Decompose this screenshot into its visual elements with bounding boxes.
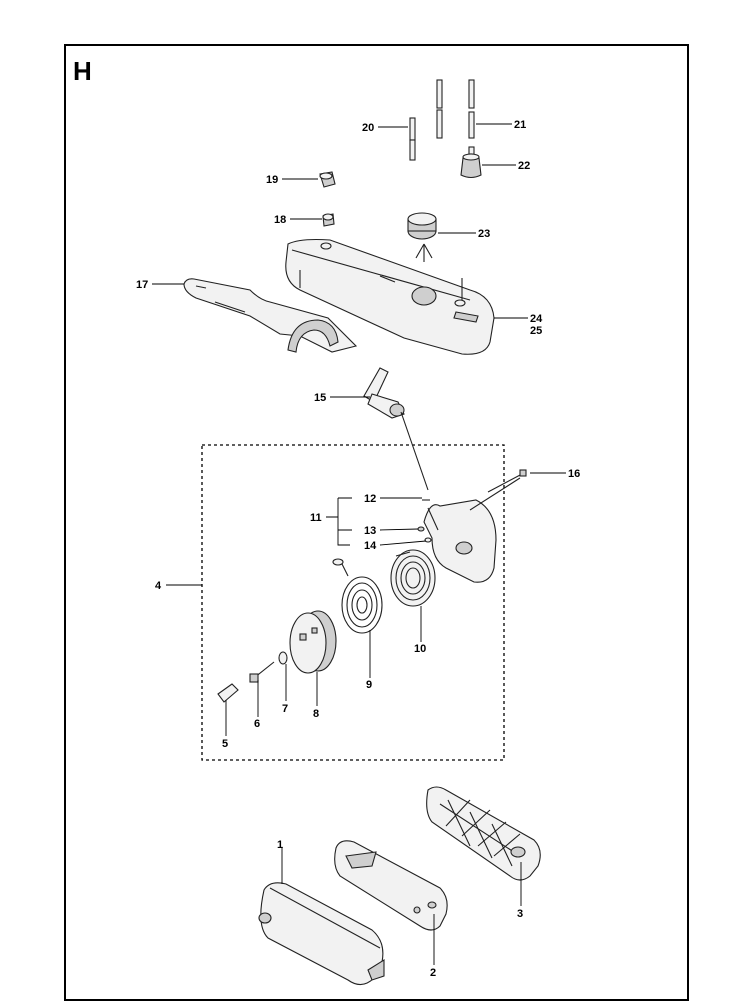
section-letter: H (73, 56, 92, 86)
label-13: 13 (364, 525, 376, 537)
part-9-spring (332, 558, 383, 634)
part-13-bushing (417, 526, 425, 532)
part-1-filter-cover (258, 882, 421, 986)
label-16: 16 (568, 468, 580, 480)
label-25: 25 (530, 325, 542, 337)
part-14-nut (424, 537, 432, 543)
label-24: 24 (530, 313, 543, 325)
label-15: 15 (314, 392, 326, 404)
label-4: 4 (155, 580, 162, 592)
part-22-fuel-filter (460, 146, 482, 179)
part-2-filter-element (334, 840, 448, 931)
label-17: 17 (136, 279, 148, 291)
label-2: 2 (430, 967, 436, 979)
diagram-frame (64, 44, 689, 1001)
starter-housing (423, 477, 521, 583)
label-8: 8 (313, 708, 319, 720)
leader-lines (152, 123, 566, 965)
part-15-starter-handle (363, 367, 429, 491)
label-12: 12 (364, 493, 376, 505)
part-17-bracket (183, 278, 358, 353)
label-18: 18 (274, 214, 286, 226)
part-23-fuel-cap (407, 212, 437, 262)
part-19-grommet (319, 171, 336, 188)
part-16-screw (487, 469, 527, 493)
label-14: 14 (364, 540, 377, 552)
part-7-washer (278, 651, 288, 665)
label-19: 19 (266, 174, 278, 186)
label-7: 7 (282, 703, 288, 715)
label-6: 6 (254, 718, 260, 730)
part-6-screw (249, 661, 275, 683)
label-21: 21 (514, 119, 526, 131)
starter-assembly-box (201, 444, 505, 761)
label-23: 23 (478, 228, 490, 240)
part-10-recoil-spring (390, 549, 436, 607)
label-11: 11 (310, 512, 322, 524)
label-20: 20 (362, 122, 374, 134)
part-24-fuel-tank (285, 238, 495, 355)
label-9: 9 (366, 679, 372, 691)
part-20-pins (409, 117, 416, 161)
part-21-pins (436, 79, 475, 139)
label-5: 5 (222, 738, 228, 750)
label-1: 1 (277, 839, 283, 851)
label-10: 10 (414, 643, 426, 655)
label-22: 22 (518, 160, 530, 172)
part-8-pulley (289, 610, 337, 674)
part-3-filter-plate (426, 786, 541, 881)
label-3: 3 (517, 908, 523, 920)
part-18-grommet (322, 213, 335, 227)
part-5-nut (217, 683, 239, 703)
